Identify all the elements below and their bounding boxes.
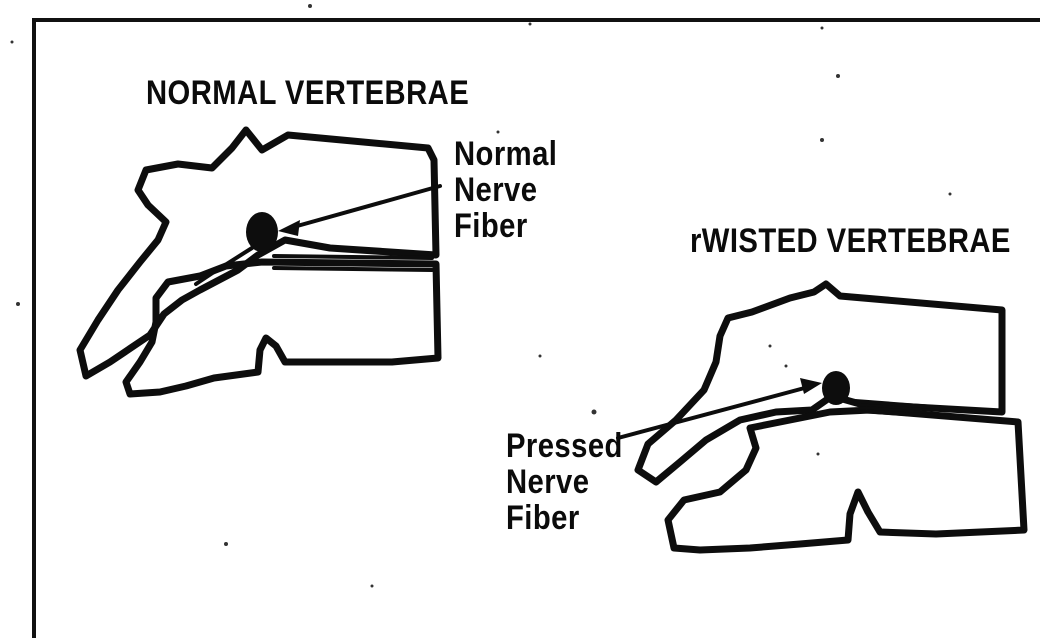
normal-pointer-arrowhead <box>278 220 300 236</box>
normal-callout-line-1: Normal <box>454 136 557 172</box>
pressed-callout-line-1: Pressed <box>506 428 623 464</box>
normal-vertebrae-title: NORMAL VERTEBRAE <box>146 74 469 113</box>
normal-callout-line-3: Fiber <box>454 208 557 244</box>
normal-nerve-fiber <box>246 212 278 252</box>
normal-lower-vertebra <box>126 262 438 394</box>
normal-callout-line-2: Nerve <box>454 172 557 208</box>
normal-upper-vertebra <box>80 130 436 376</box>
pressed-callout-line-2: Nerve <box>506 464 623 500</box>
twisted-vertebrae-illustration <box>618 284 1024 550</box>
twisted-nerve-fiber <box>822 371 850 405</box>
normal-nerve-callout: Normal Nerve Fiber <box>454 136 557 244</box>
normal-pointer-line <box>290 186 440 228</box>
twisted-pointer-arrowhead <box>800 378 822 394</box>
normal-vertebrae-illustration <box>80 130 440 394</box>
pressed-nerve-callout: Pressed Nerve Fiber <box>506 428 623 536</box>
twisted-vertebrae-title: rWISTED VERTEBRAE <box>690 222 1011 261</box>
pressed-callout-line-3: Fiber <box>506 500 623 536</box>
